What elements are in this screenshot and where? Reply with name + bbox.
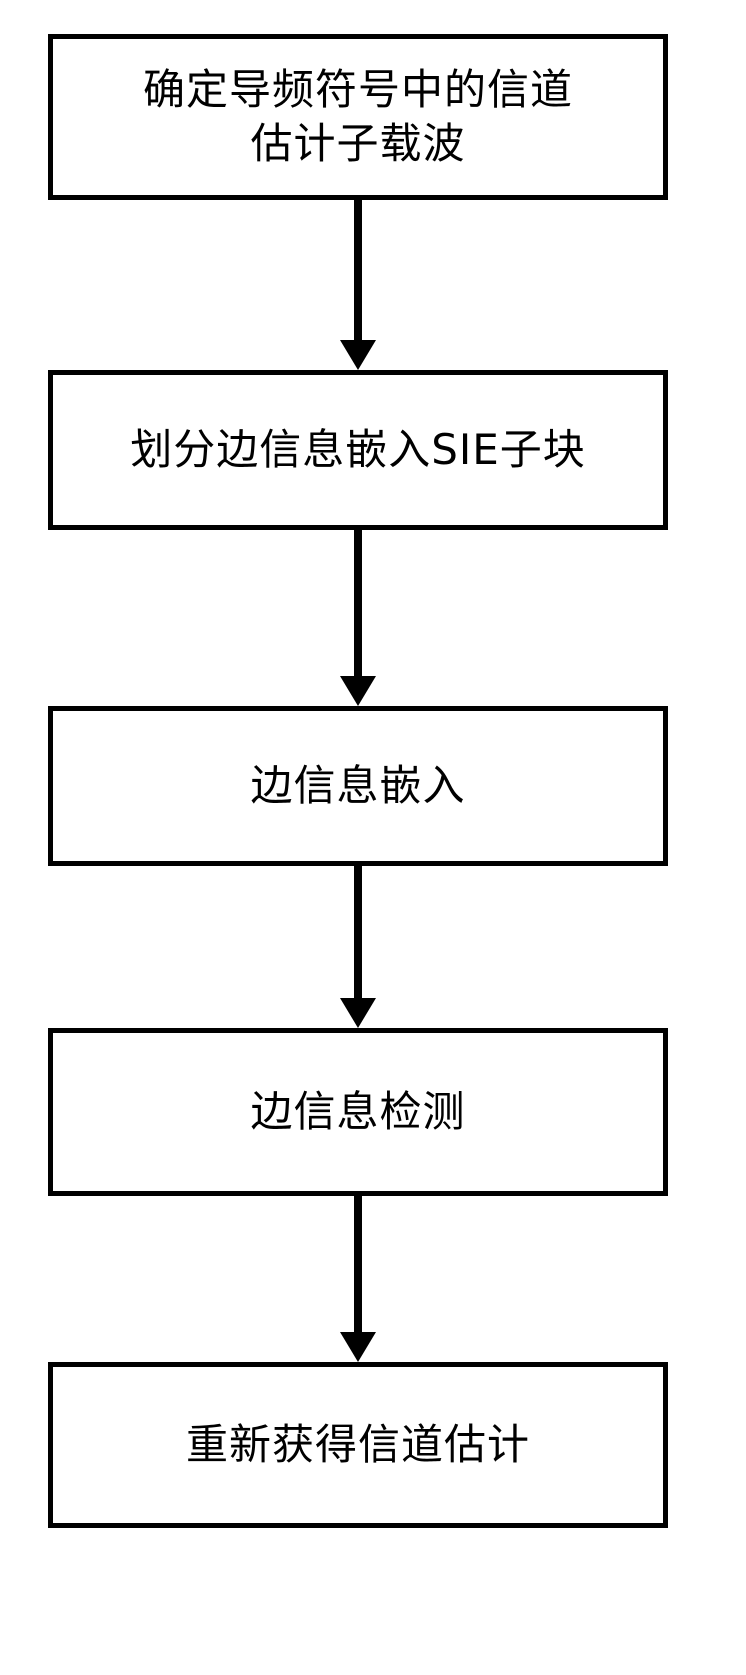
flow-node-step-4: 边信息检测 xyxy=(48,1028,668,1196)
flow-arrow-2 xyxy=(340,530,376,706)
flow-arrow-1 xyxy=(340,200,376,370)
arrow-head-icon xyxy=(340,676,376,706)
arrow-head-icon xyxy=(340,1332,376,1362)
arrow-head-icon xyxy=(340,998,376,1028)
flow-node-step-5: 重新获得信道估计 xyxy=(48,1362,668,1528)
flow-node-label: 划分边信息嵌入SIE子块 xyxy=(130,425,586,475)
flow-node-step-3: 边信息嵌入 xyxy=(48,706,668,866)
arrow-shaft xyxy=(354,530,362,676)
arrow-shaft xyxy=(354,200,362,340)
arrow-shaft xyxy=(354,1196,362,1332)
flow-node-step-1: 确定导频符号中的信道 估计子载波 xyxy=(48,34,668,200)
flow-node-label: 确定导频符号中的信道 估计子载波 xyxy=(142,65,573,168)
flow-node-step-2: 划分边信息嵌入SIE子块 xyxy=(48,370,668,530)
flow-node-label: 边信息检测 xyxy=(250,1087,466,1137)
flow-arrow-4 xyxy=(340,1196,376,1362)
flow-arrow-3 xyxy=(340,866,376,1028)
arrow-head-icon xyxy=(340,340,376,370)
flow-node-label: 重新获得信道估计 xyxy=(185,1420,530,1470)
flow-node-label: 边信息嵌入 xyxy=(250,761,466,811)
arrow-shaft xyxy=(354,866,362,998)
